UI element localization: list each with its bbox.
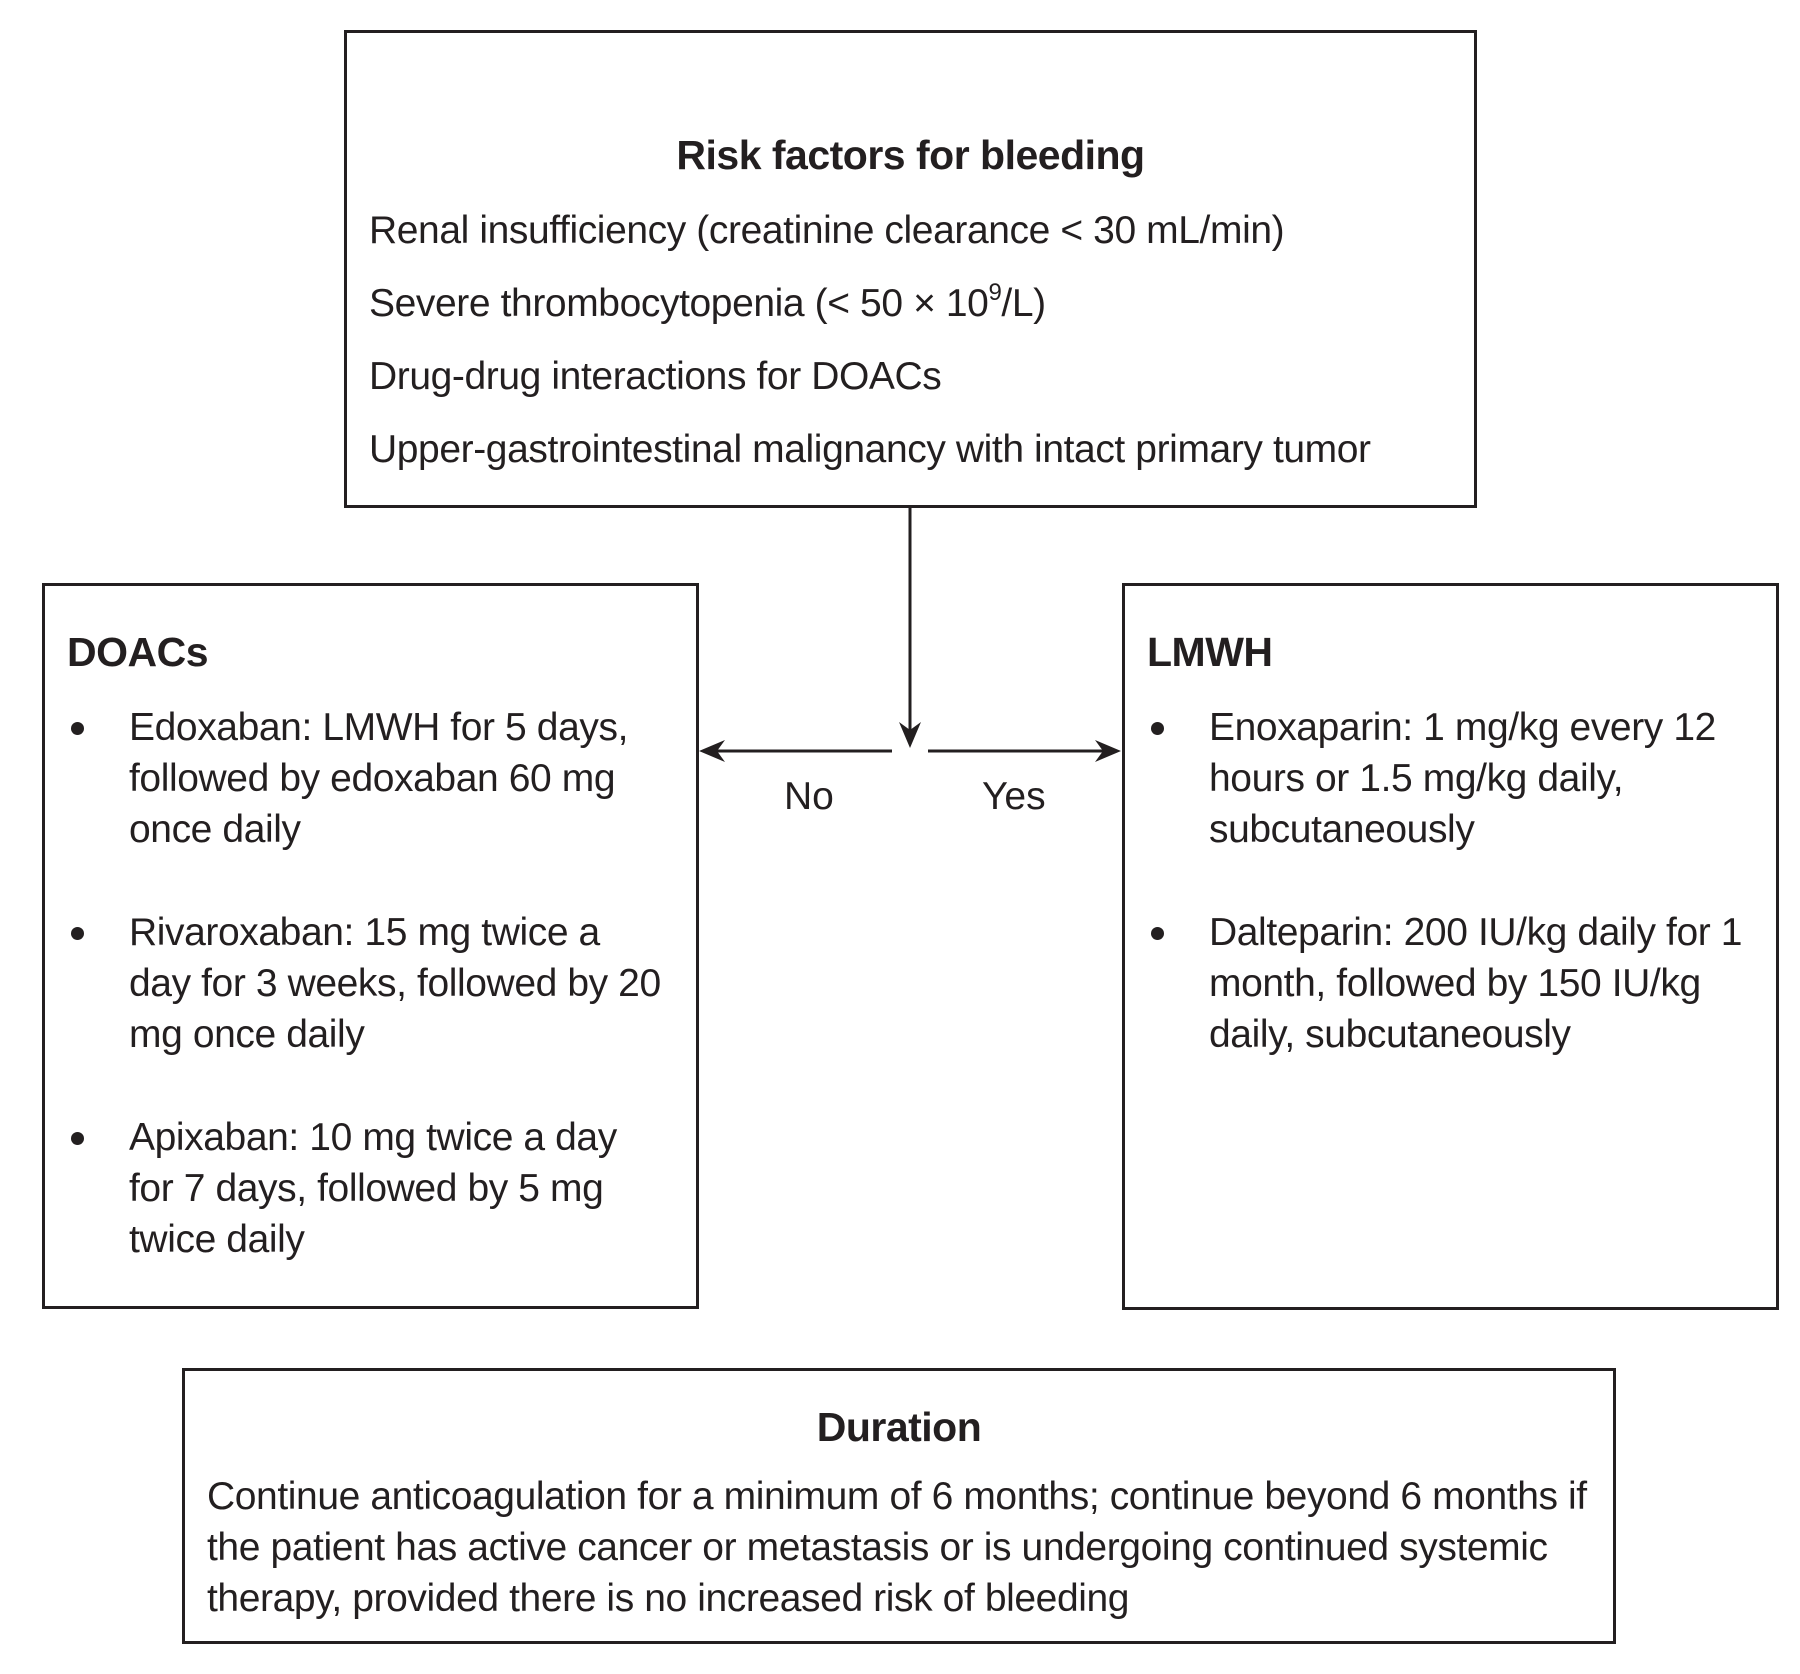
risk-factor-text: Severe thrombocytopenia (< 50 × 10 [369,282,989,325]
lmwh-title: LMWH [1147,629,1273,675]
risk-factor-item: Upper-gastrointestinal malignancy with i… [369,428,1371,471]
no-branch-label: No [784,775,834,818]
doac-item-text: Rivaroxaban: 15 mg twice a day for 3 wee… [129,911,661,1056]
risk-factors-list: Renal insufficiency (creatinine clearanc… [369,201,1371,493]
lmwh-item: Enoxaparin: 1 mg/kg every 12 hours or 1.… [1147,702,1749,855]
risk-factor-item: Severe thrombocytopenia (< 50 × 109/L) [369,274,1371,347]
lmwh-box: LMWH Enoxaparin: 1 mg/kg every 12 hours … [1122,583,1779,1310]
risk-factors-box: Risk factors for bleeding Renal insuffic… [344,30,1477,508]
risk-factor-text: /L) [1001,282,1046,325]
doac-item: Apixaban: 10 mg twice a day for 7 days, … [67,1112,669,1265]
yes-branch-label: Yes [982,775,1046,818]
risk-factor-item: Drug-drug interactions for DOACs [369,355,942,398]
doacs-title: DOACs [67,629,209,675]
down-arrowhead [899,722,921,748]
risk-factors-title: Risk factors for bleeding [676,132,1145,178]
doac-item-text: Edoxaban: LMWH for 5 days, followed by e… [129,706,628,851]
risk-factor-item: Renal insufficiency (creatinine clearanc… [369,209,1285,252]
doacs-list: Edoxaban: LMWH for 5 days, followed by e… [67,702,669,1317]
no-arrowhead [699,740,725,762]
doac-item: Rivaroxaban: 15 mg twice a day for 3 wee… [67,907,669,1060]
doacs-box: DOACs Edoxaban: LMWH for 5 days, followe… [42,583,699,1309]
risk-factor-superscript: 9 [988,279,1002,306]
duration-box: Duration Continue anticoagulation for a … [182,1368,1616,1644]
lmwh-list: Enoxaparin: 1 mg/kg every 12 hours or 1.… [1147,702,1749,1112]
lmwh-item-text: Enoxaparin: 1 mg/kg every 12 hours or 1.… [1209,706,1716,851]
bullet-icon [1151,927,1164,940]
doac-item-text: Apixaban: 10 mg twice a day for 7 days, … [129,1116,617,1261]
bullet-icon [71,1132,84,1145]
lmwh-item: Dalteparin: 200 IU/kg daily for 1 month,… [1147,907,1749,1060]
doac-item: Edoxaban: LMWH for 5 days, followed by e… [67,702,669,855]
bullet-icon [1151,722,1164,735]
bullet-icon [71,722,84,735]
yes-arrowhead [1095,740,1121,762]
bullet-icon [71,927,84,940]
lmwh-item-text: Dalteparin: 200 IU/kg daily for 1 month,… [1209,911,1743,1056]
duration-title: Duration [816,1404,982,1450]
duration-text: Continue anticoagulation for a minimum o… [207,1475,1587,1620]
